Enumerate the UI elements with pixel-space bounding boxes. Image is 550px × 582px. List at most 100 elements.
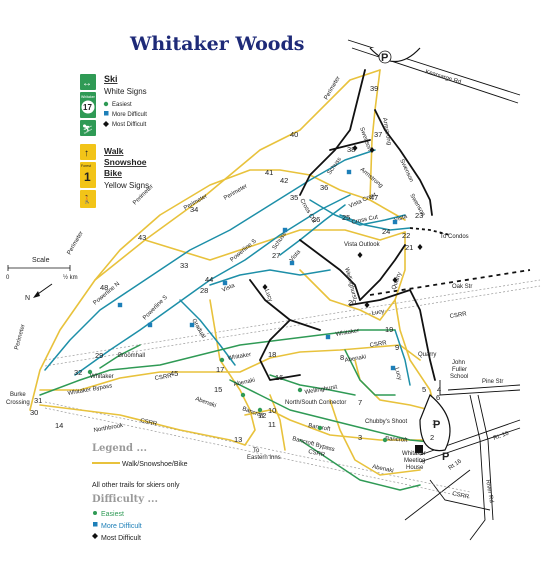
junction-17: 17 <box>216 365 224 374</box>
more-difficult-marker-icon <box>392 219 398 225</box>
place-labels: Burke Crossing To Condos To Eastern Inns… <box>6 234 469 471</box>
junction-39: 39 <box>370 84 378 93</box>
gradual-yellow <box>209 299 256 446</box>
trail-label-lucy: Lucy <box>371 309 385 317</box>
green-trails <box>39 329 431 491</box>
svg-text:Easiest: Easiest <box>101 511 124 518</box>
ski-subtitle: White Signs <box>104 87 147 96</box>
junction-15: 15 <box>214 385 222 394</box>
powerline-s <box>74 194 351 376</box>
trail-label-whitaker-bypass: Whitaker Bypass <box>67 383 112 397</box>
junction-24: 24 <box>382 227 390 236</box>
junction-7: 7 <box>358 398 362 407</box>
svg-text:Whitaker: Whitaker <box>81 95 96 99</box>
meeting-house-label-1: Whitaker <box>402 451 426 457</box>
more-difficult-marker-icon <box>325 334 331 340</box>
junction-45: 45 <box>170 369 178 378</box>
svg-text:Forest: Forest <box>81 164 91 168</box>
parking-south: P P <box>419 394 451 463</box>
trail-label-chubby-s-shoot: Chubby's Shoot <box>365 419 408 425</box>
skier-icon <box>80 120 96 136</box>
legend-others: All other trails for skiers only <box>92 482 180 489</box>
trail-label-abenaki: Abenaki <box>194 396 216 409</box>
road-label-pine: Pine Str <box>482 379 503 385</box>
trail-label-abenaki: Abenaki <box>233 378 255 388</box>
trail-label-whitaker: Whitaker <box>227 352 251 362</box>
school-label-2: Fuller <box>452 367 467 373</box>
svg-text:Bike: Bike <box>104 168 122 178</box>
more-difficult-marker-icon <box>117 302 123 308</box>
northbrook-trail <box>39 404 246 446</box>
junction-21: 21 <box>405 243 413 252</box>
road-label-rt16: Rt. 16 <box>493 431 511 442</box>
most-difficult-diamond-icon <box>103 121 109 127</box>
north-arrow: N <box>25 283 53 302</box>
pine-street <box>439 380 521 396</box>
parking-label-north: P <box>381 52 388 64</box>
junction-18: 18 <box>268 350 276 359</box>
junction-40: 40 <box>290 130 298 139</box>
svg-text:Scale: Scale <box>32 257 50 264</box>
north-arrow-icon <box>33 291 40 298</box>
easiest-dot-icon <box>103 101 109 107</box>
most-difficult-marker-icon <box>369 147 375 153</box>
junction-4: 4 <box>437 385 441 394</box>
easiest-marker-icon <box>382 437 388 443</box>
trail-label-perimeter: Perimeter <box>223 184 249 202</box>
junction-28: 28 <box>200 286 208 295</box>
junction-42: 42 <box>280 176 288 185</box>
legend-title: Legend ... <box>92 443 147 454</box>
junction-41: 41 <box>265 168 273 177</box>
junction-34: 34 <box>190 205 198 214</box>
trail-label-broomhall: Broomhall <box>118 353 145 359</box>
map-title: Whitaker Woods <box>129 33 304 55</box>
junction-20: 20 <box>348 298 356 307</box>
svg-text:0: 0 <box>6 275 10 281</box>
trail-label-perimeter: Perimeter <box>14 324 27 351</box>
wellinghurst-green <box>269 374 356 396</box>
easiest-marker-icon <box>297 387 303 393</box>
trail-label-abenaki: Abenaki <box>344 354 366 364</box>
junction-31: 31 <box>34 396 42 405</box>
road-label-csrr-4: CSRR <box>140 418 159 428</box>
easiest-marker-icon <box>317 425 323 431</box>
junction-11: 11 <box>268 420 276 429</box>
road-label-oak: Oak Str <box>452 284 472 290</box>
map-legend: Legend ... Walk/Snowshoe/Bike All other … <box>92 443 188 542</box>
junction-23: 23 <box>415 211 423 220</box>
route-16 <box>469 394 486 541</box>
eastern-inns-label-1: To <box>253 448 260 454</box>
junction-8: 8 <box>340 353 344 362</box>
junction-5: 5 <box>422 385 426 394</box>
svg-text:N: N <box>25 295 30 302</box>
eastern-inns-label-2: Eastern Inns <box>247 455 281 461</box>
junction-33: 33 <box>180 261 188 270</box>
trail-label-vista: Vista <box>221 283 236 294</box>
legend-most-difficult-diamond-icon <box>92 533 98 539</box>
ski-title: Ski <box>104 74 118 84</box>
junction-19: 19 <box>385 325 393 334</box>
most-difficult-marker-icon <box>417 244 423 250</box>
most-difficult-marker-icon <box>357 252 363 258</box>
most-difficult-marker-icon <box>392 277 398 283</box>
junction-37: 37 <box>374 130 382 139</box>
junction-29: 29 <box>95 351 103 360</box>
bancroft-bypass <box>299 439 421 491</box>
to-condos-label: To Condos <box>440 234 469 240</box>
perimeter-trail <box>29 69 381 411</box>
more-difficult-marker-icon <box>390 365 396 371</box>
svg-text:↑: ↑ <box>84 148 89 159</box>
more-difficult-marker-icon <box>222 280 228 286</box>
trail-label-whitaker: Whitaker <box>90 374 114 380</box>
trail-label-bancroft: Bancroft <box>385 436 408 444</box>
most-difficult-marker-icon <box>364 302 370 308</box>
svg-text:Most Difficult: Most Difficult <box>101 535 141 542</box>
trail-label-vista-outlook: Vista Outlook <box>344 242 381 248</box>
legend-more-difficult-square-icon <box>93 522 98 527</box>
road-label-kearsarge: Kearsarge Rd <box>424 69 461 86</box>
svg-text:Easiest: Easiest <box>112 102 132 108</box>
ski-sign-arrow <box>80 74 96 90</box>
more-difficult-marker-icon <box>346 169 352 175</box>
trail-label-wellinghurst: Wellinghurst <box>304 384 338 396</box>
ski-badge-number: 17 <box>83 103 92 112</box>
